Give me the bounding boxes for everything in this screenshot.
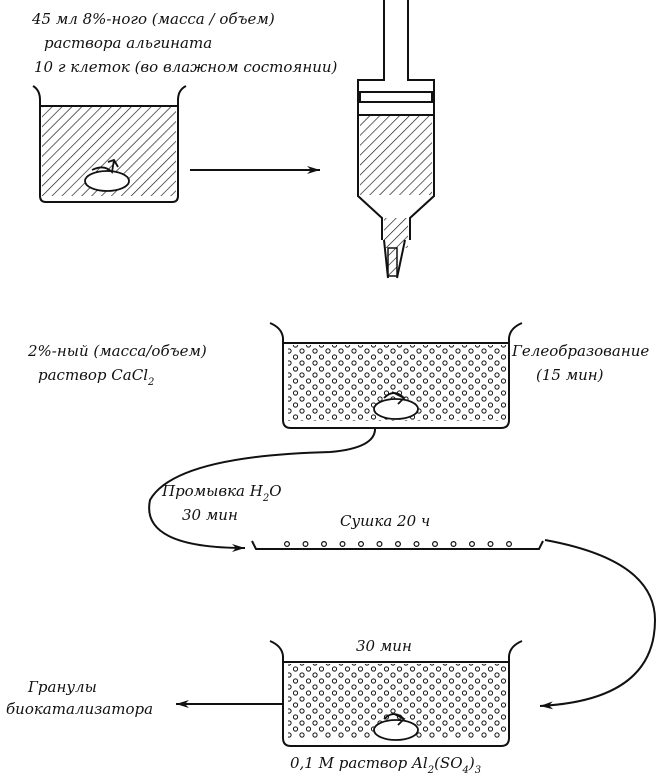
- dried-bead: [395, 540, 402, 547]
- wash-transfer-arrow: [148, 427, 377, 552]
- stirring-bar-icon: [373, 712, 419, 741]
- dried-bead: [469, 540, 476, 547]
- dried-bead: [450, 540, 457, 547]
- hardening-beaker: [269, 640, 523, 747]
- dried-bead: [284, 540, 291, 547]
- cacl2-solution-label: раствор CaCl2: [38, 366, 154, 388]
- harden-transfer-arrow: [539, 539, 657, 710]
- output-biocatalyst-label: биокатализатора: [6, 700, 153, 718]
- washing-label: Промывка H2O: [161, 482, 282, 504]
- stirring-bar-icon: [373, 391, 419, 420]
- dried-bead: [358, 540, 365, 547]
- al-sulfate-solution-label: 0,1 М раствор Al2(SO4)3: [290, 754, 481, 774]
- dried-bead: [321, 540, 328, 547]
- gelation-time-label: (15 мин): [536, 366, 604, 384]
- output-granules-label: Гранулы: [27, 678, 97, 696]
- dried-bead: [376, 540, 383, 547]
- alginate-beaker: [32, 85, 187, 203]
- dried-bead: [432, 540, 439, 547]
- stirring-bar-icon: [84, 158, 130, 192]
- dried-bead: [413, 540, 420, 547]
- hardening-time-label: 30 мин: [356, 637, 412, 655]
- gelation-beaker: [269, 322, 523, 429]
- gelation-label: Гелеобразование: [511, 342, 649, 360]
- drying-label: Сушка 20 ч: [340, 512, 430, 530]
- cells-mass-label: 10 г клеток (во влажном состоянии): [34, 58, 338, 76]
- dried-bead: [506, 540, 513, 547]
- alginate-solution-label: раствора альгината: [44, 34, 212, 52]
- washing-time-label: 30 мин: [182, 506, 238, 524]
- cacl2-concentration-label: 2%-ный (масса/объем): [27, 342, 207, 360]
- drying-tray: [251, 540, 544, 550]
- syringe: [357, 0, 435, 279]
- dried-bead: [339, 540, 346, 547]
- alginate-volume-label: 45 мл 8%-ного (масса / объем): [31, 10, 275, 28]
- dried-bead: [302, 540, 309, 547]
- dried-bead: [487, 540, 494, 547]
